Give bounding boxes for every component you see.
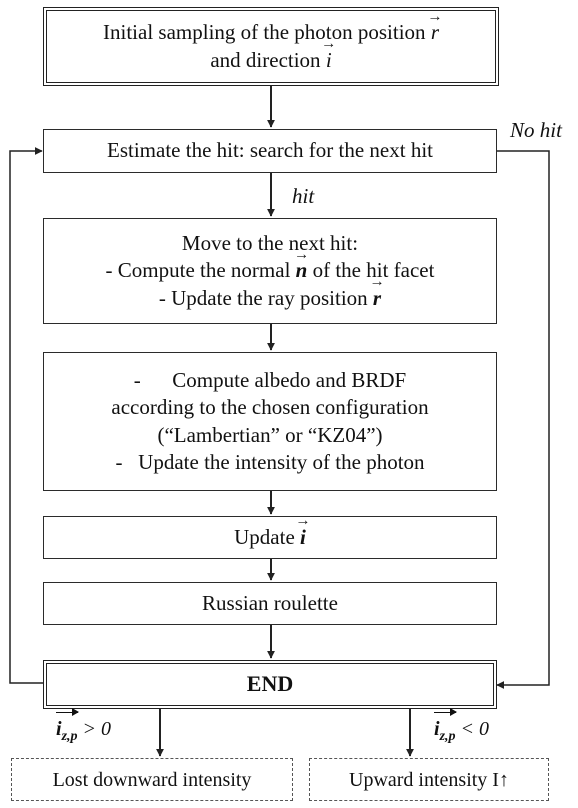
end-text: END bbox=[246, 671, 294, 697]
iz-subscript: z,p bbox=[439, 729, 456, 744]
lost-intensity-box: Lost downward intensity bbox=[11, 758, 293, 801]
iz-letter: i bbox=[56, 718, 62, 740]
init-line-1: Initial sampling of the photon position … bbox=[103, 9, 442, 46]
estimate-text: Estimate the hit: search for the next hi… bbox=[107, 138, 433, 163]
vector-i-bold: i→ bbox=[295, 514, 310, 551]
albedo-box: - Compute albedo and BRDF according to t… bbox=[43, 352, 497, 491]
end-box: END bbox=[43, 660, 497, 709]
vector-n-letter: n bbox=[295, 258, 308, 283]
iz-symbol-down: iz,p bbox=[56, 708, 79, 745]
cond-downward-text: > 0 bbox=[82, 718, 112, 740]
albedo-line-4: - Update the intensity of the photon bbox=[115, 449, 425, 474]
vector-arrow-icon: → bbox=[427, 8, 443, 25]
move-line-1: Move to the next hit: bbox=[181, 231, 359, 256]
vector-arrow-icon: → bbox=[321, 36, 337, 53]
update-i-line: Update i→ bbox=[234, 514, 310, 551]
upward-intensity-text: Upward intensity I↑ bbox=[349, 768, 509, 791]
arrow-no-hit bbox=[496, 150, 550, 689]
move-line-3: - Update the ray position r→ bbox=[158, 275, 385, 312]
vector-r: r→ bbox=[427, 9, 442, 46]
albedo-line-1: - Compute albedo and BRDF bbox=[133, 367, 407, 392]
vector-r-bold: r→ bbox=[369, 275, 384, 312]
roulette-text: Russian roulette bbox=[202, 590, 338, 615]
vector-arrow-icon: → bbox=[295, 513, 311, 530]
update-i-box: Update i→ bbox=[43, 514, 497, 559]
upward-intensity-box: Upward intensity I↑ bbox=[309, 758, 549, 801]
arrow-loop-back bbox=[9, 147, 45, 684]
albedo-line-3: (“Lambertian” or “KZ04”) bbox=[157, 422, 383, 447]
move-box: Move to the next hit: - Compute the norm… bbox=[43, 218, 497, 324]
init-box: Initial sampling of the photon position … bbox=[43, 7, 499, 86]
vector-arrow-icon: → bbox=[369, 274, 385, 291]
cond-upward-text: < 0 bbox=[460, 718, 490, 740]
vector-arrow-icon: → bbox=[293, 246, 310, 263]
move-line-2: - Compute the normal n→ of the hit facet bbox=[105, 247, 435, 284]
vector-i: i→ bbox=[321, 37, 336, 74]
move-line-3-pre: - Update the ray position bbox=[158, 285, 368, 310]
vector-r-letter: r bbox=[430, 20, 439, 45]
vector-r-letter: r bbox=[372, 285, 382, 310]
iz-symbol-up: iz,p bbox=[434, 708, 457, 745]
vector-n: n→ bbox=[294, 247, 309, 284]
hit-label: hit bbox=[292, 184, 315, 208]
iz-subscript: z,p bbox=[61, 729, 78, 744]
lost-intensity-text: Lost downward intensity bbox=[52, 768, 252, 791]
no-hit-label: No hit bbox=[510, 118, 562, 142]
iz-letter: i bbox=[434, 718, 440, 740]
init-line-1-text: Initial sampling of the photon position bbox=[103, 20, 426, 45]
estimate-box: Estimate the hit: search for the next hi… bbox=[43, 129, 497, 173]
cond-downward: iz,p > 0 bbox=[56, 708, 112, 745]
init-line-2-text: and direction bbox=[210, 47, 321, 72]
albedo-line-2: according to the chosen configuration bbox=[111, 395, 429, 420]
init-line-2: and direction i→ bbox=[210, 37, 336, 74]
roulette-box: Russian roulette bbox=[43, 582, 497, 625]
vector-i-letter: i bbox=[325, 47, 332, 72]
move-line-2-post: of the hit facet bbox=[312, 258, 435, 283]
move-line-2-pre: - Compute the normal bbox=[105, 258, 291, 283]
vector-i-letter: i bbox=[300, 524, 306, 549]
cond-upward: iz,p < 0 bbox=[434, 708, 490, 745]
update-i-text: Update bbox=[234, 524, 295, 549]
